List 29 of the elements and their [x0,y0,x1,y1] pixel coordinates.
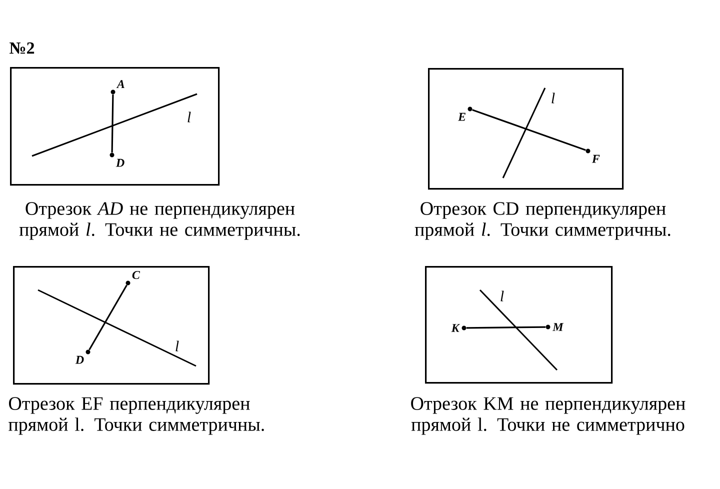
node-label: M [552,323,564,331]
line-label: l [552,92,555,104]
description: Отрезок EF перпендикулярен прямой l. Точки симметричны. [8,397,264,435]
point: C [126,270,140,286]
point: A [110,80,124,94]
line-label: l [500,290,504,302]
segment [111,94,114,153]
point: D [110,152,124,167]
segment [88,284,128,350]
node-label: C [132,270,140,280]
problem-number: №2 [10,42,34,54]
point: D [75,350,90,364]
line-label: l [188,112,191,122]
point: F [586,148,600,163]
node-label: E [458,112,466,121]
description: Отрезок KM не перпендикулярен прямой l. Точки не симметрично [411,397,686,435]
node-label: D [116,158,124,167]
segment [466,326,546,329]
description: Отрезок CD перпендикулярен прямой l. Точки симметричны. [414,202,670,240]
node-label: A [116,80,124,88]
segment [472,109,586,151]
node-label: K [451,324,460,332]
point: E [458,106,472,121]
point: M [546,323,564,331]
point: K [451,324,466,332]
line-label: l [176,340,179,352]
node-label: F [592,154,600,163]
description: Отрезок AD не перпендикулярен прямой l. Точки не симметричны. [19,202,300,240]
node-label: D [75,356,84,364]
